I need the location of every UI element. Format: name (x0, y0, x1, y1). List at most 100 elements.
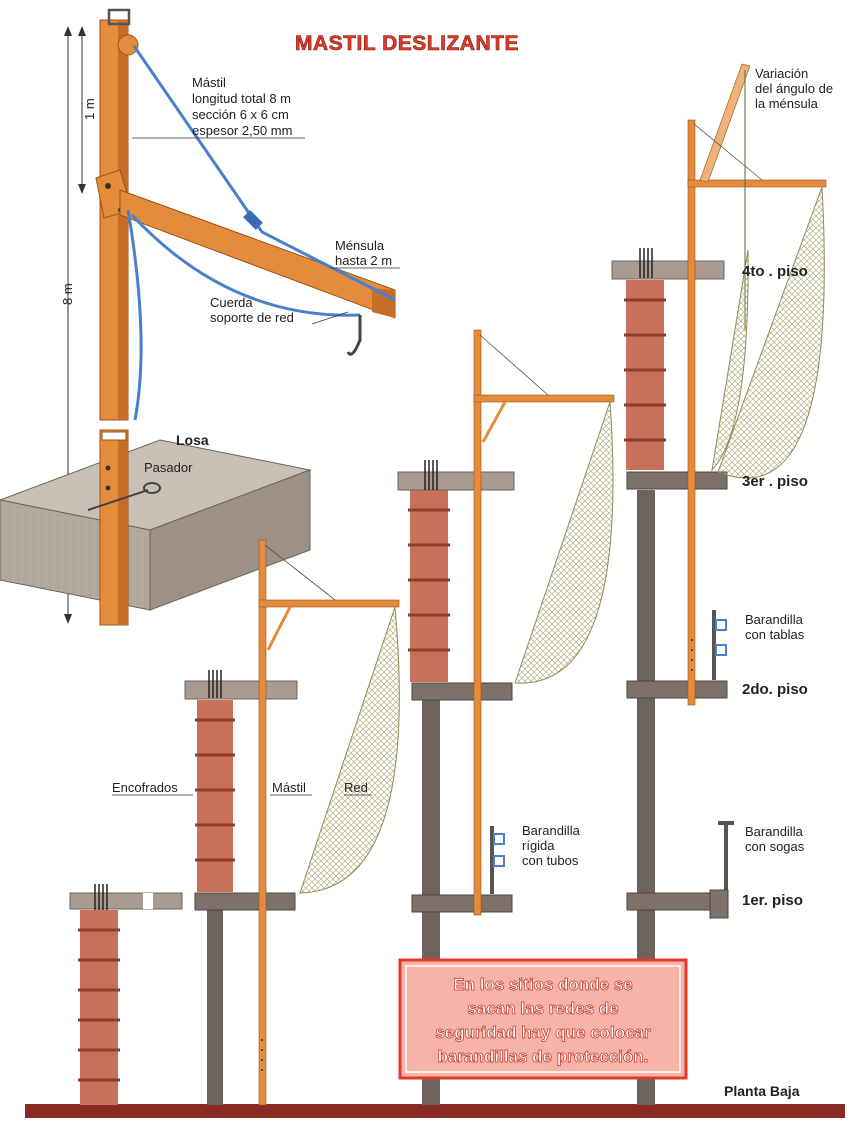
bracket-label-2: hasta 2 m (335, 253, 392, 268)
mast (473, 329, 482, 916)
mast-spec-line-1: Mástil (192, 75, 226, 90)
railing-post (712, 610, 716, 680)
pin-rod (87, 489, 149, 511)
brace (481, 401, 507, 443)
rope-label-1: Cuerda (210, 295, 253, 310)
mast (687, 119, 696, 706)
safety-net (717, 186, 825, 479)
bracket-angle-variation (699, 63, 751, 183)
formwork-slab (397, 471, 515, 491)
angle-variation-label-1: Variación (755, 66, 808, 81)
floor-label-ground: Planta Baja (724, 1083, 800, 1099)
stay-cable (264, 544, 336, 601)
railing-ropes-label-2: con sogas (745, 839, 805, 854)
railing-clamp (715, 619, 727, 631)
net-label: Red (344, 780, 368, 795)
leader-line (311, 311, 349, 325)
formwork-column (410, 490, 448, 682)
warning-line-3: seguridad hay que colocar (435, 1023, 651, 1042)
warning-box: En los sitios donde se sacan las redes d… (398, 958, 688, 1080)
mast-label: Mástil (272, 780, 306, 795)
rope-upper (132, 45, 396, 302)
mast-spec-line-2: longitud total 8 m (192, 91, 291, 106)
pin-label: Pasador (144, 460, 193, 475)
stay-cable (693, 123, 763, 181)
diagram-title: MASTIL DESLIZANTE (295, 32, 519, 55)
arrow-down-icon (64, 614, 72, 624)
formwork-label: Encofrados (112, 780, 178, 795)
mast-detail: 1 m 8 m Másti (0, 8, 400, 626)
warning-box-frame (398, 958, 688, 1080)
angle-variation-label-2: del ángulo de (755, 81, 833, 96)
stage-3: Barandilla rígida con tubos (397, 329, 615, 1105)
floor-label-3: 3er . piso (742, 473, 808, 490)
mast-spec-line-3: sección 6 x 6 cm (192, 107, 289, 122)
formwork-slab (69, 892, 183, 910)
warning-line-4: barandillas de protección. (438, 1047, 649, 1066)
rope-lower (130, 213, 361, 317)
formwork-slab (184, 680, 298, 700)
dim-8m-label: 8 m (60, 283, 75, 305)
stay-cable (479, 334, 549, 396)
slab-gap (143, 893, 153, 909)
slab-label: Losa (176, 432, 209, 448)
mast-socket (101, 431, 127, 441)
mast-upper-shade (118, 20, 128, 420)
formwork-slab (611, 260, 725, 280)
warning-line-2: sacan las redes de (467, 999, 618, 1018)
mast-spec-line-4: espesor 2,50 mm (192, 123, 292, 138)
rope-left (126, 209, 143, 421)
bracket-label-1: Ménsula (335, 238, 385, 253)
railing-rigid-label-1: Barandilla (522, 823, 581, 838)
bracket (473, 394, 615, 403)
floor-label-2: 2do. piso (742, 681, 808, 698)
ground-line (25, 1104, 845, 1118)
floor-slab-1 (411, 894, 513, 913)
formwork-column (80, 910, 118, 1105)
pulley (117, 34, 139, 56)
top-ring (107, 8, 131, 26)
safety-net (514, 401, 614, 684)
railing-base (709, 889, 729, 919)
railing-rigid-label-3: con tubos (522, 853, 579, 868)
railing-clamp (715, 644, 727, 656)
floor-label-1: 1er. piso (742, 892, 803, 909)
stage-1 (69, 884, 183, 1105)
warning-line-1: En los sitios donde se (453, 975, 632, 994)
floor-label-4: 4to . piso (742, 263, 808, 280)
stage-4: Variación del ángulo de la ménsula Baran… (611, 63, 833, 1105)
mast (258, 539, 267, 1106)
railing-boards-label-1: Barandilla (745, 612, 804, 627)
safety-net (299, 606, 400, 894)
angle-variation-label-3: la ménsula (755, 96, 819, 111)
rope-label-2: soporte de red (210, 310, 294, 325)
floor-slab-2 (626, 680, 728, 699)
railing-post (724, 823, 728, 891)
floor-slab-2 (411, 682, 513, 701)
dim-1m-label: 1 m (82, 98, 97, 120)
safety-net-inner (711, 249, 749, 472)
concrete-column (637, 490, 655, 1105)
arrow-up-icon (78, 26, 86, 36)
formwork-column (626, 280, 664, 470)
railing-post (490, 826, 494, 894)
floor-slab-3 (626, 471, 728, 490)
hook-icon (346, 315, 362, 356)
slab-side (149, 469, 311, 611)
railing-clamp (493, 855, 505, 867)
arrow-down-icon (78, 184, 86, 194)
rope-knot (243, 210, 263, 230)
bracket (258, 599, 400, 608)
pin-ring-icon (143, 482, 161, 494)
floor-slab (194, 892, 296, 911)
stage-2: Encofrados Mástil Red (112, 539, 400, 1106)
arrow-up-icon (64, 26, 72, 36)
railing-clamp (493, 833, 505, 845)
railing-boards-label-2: con tablas (745, 627, 805, 642)
mast-lower-shade (118, 430, 128, 625)
formwork-column (197, 700, 233, 892)
railing-ropes-label-1: Barandilla (745, 824, 804, 839)
brace (266, 606, 292, 651)
